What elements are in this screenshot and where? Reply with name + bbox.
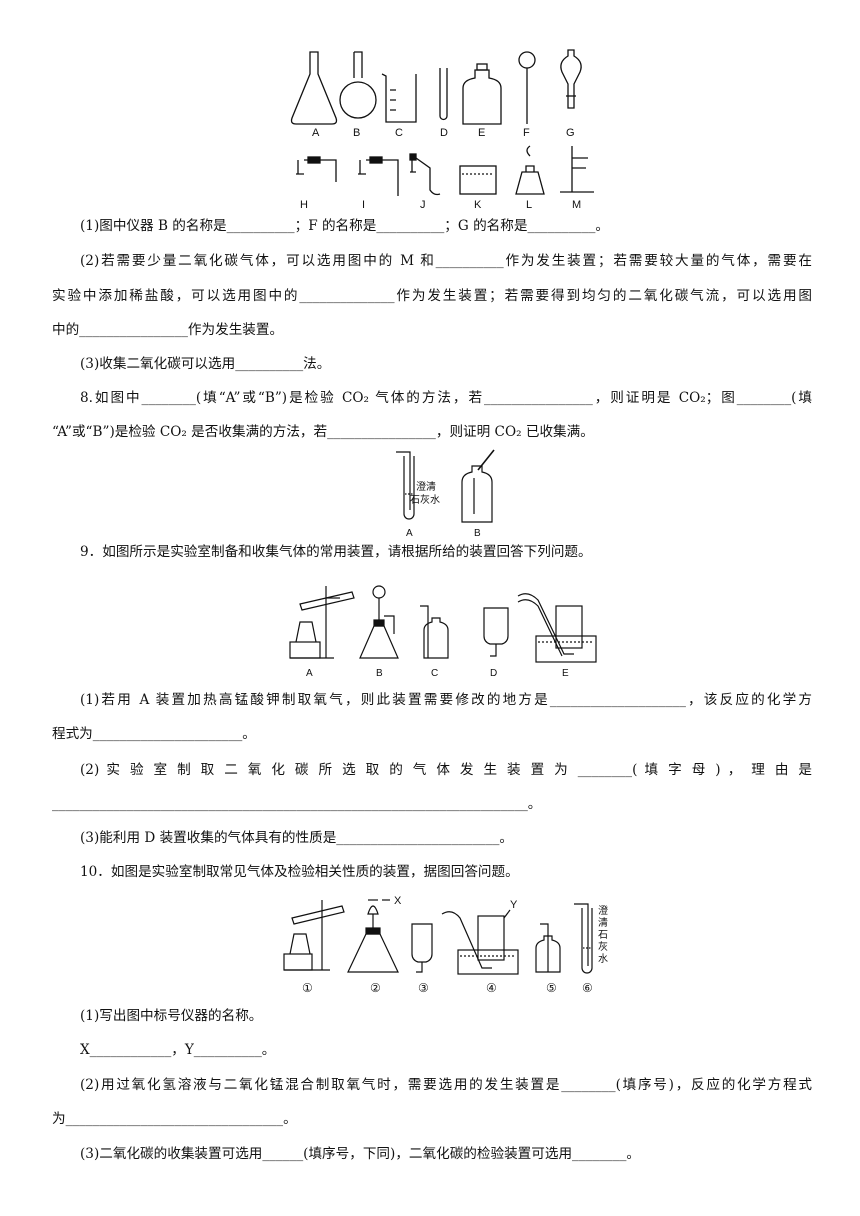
q9-part1-line1: (1)若用 A 装置加热高锰酸钾制取氧气，则此装置需要修改的地方是_______…: [80, 692, 812, 708]
label-J: J: [420, 199, 426, 210]
q8-fig-text-1: 澄清: [416, 480, 436, 493]
q9-figure: A B C D E: [289, 585, 597, 679]
q10-fig-text-1: 澄: [598, 904, 608, 917]
label-C: C: [395, 127, 403, 139]
q10-label-3: ③: [418, 981, 429, 995]
q8-line2: “A”或“B”)是检验 CO₂ 是否收集满的方法，若______________…: [52, 424, 594, 440]
q9-label-B: B: [376, 668, 383, 679]
q10-label-5: ⑤: [546, 981, 557, 995]
apparatus-figure: A B C D E F G H I J K L M: [290, 49, 594, 210]
q10-part1: (1)写出图中标号仪器的名称。: [80, 1008, 263, 1024]
q8-label-B: B: [474, 528, 481, 539]
q8-label-A: A: [406, 528, 413, 539]
q9-part1-line2: 程式为______________________。: [52, 726, 256, 742]
q7-part2-line1: (2)若需要少量二氧化碳气体，可以选用图中的 M 和__________作为发生…: [80, 253, 812, 269]
q7-part3: (3)收集二氧化碳可以选用__________法。: [80, 356, 331, 372]
q7-part1: (1)图中仪器 B 的名称是__________；F 的名称是_________…: [80, 218, 610, 234]
q10-fig-text-3: 石: [598, 930, 608, 941]
q10-label-Y: Y: [510, 899, 518, 911]
label-B: B: [353, 127, 360, 139]
q9-part2-line1: (2) 实 验 室 制 取 二 氧 化 碳 所 选 取 的 气 体 发 生 装 …: [80, 762, 812, 778]
label-D: D: [440, 127, 448, 139]
label-M: M: [572, 199, 581, 210]
q10-part3: (3)二氧化碳的收集装置可选用______(填序号，下同)，二氧化碳的检验装置可…: [80, 1146, 641, 1162]
q10-label-X: X: [394, 895, 402, 907]
q9-label-A: A: [306, 668, 313, 679]
label-K: K: [474, 199, 482, 210]
label-I: I: [362, 199, 365, 210]
q10-fig-text-2: 清: [598, 916, 608, 929]
q8-fig-text-2: 石灰水: [410, 493, 440, 506]
q9-label-D: D: [490, 668, 497, 679]
q9-label-C: C: [431, 668, 438, 679]
q10-label-6: ⑥: [582, 981, 593, 995]
q7-part2-line3: 中的________________作为发生装置。: [52, 322, 284, 338]
label-A: A: [312, 127, 320, 139]
label-E: E: [478, 127, 485, 139]
label-F: F: [523, 127, 530, 139]
q10-part2-line1: (2)用过氧化氢溶液与二氧化锰混合制取氧气时，需要选用的发生装置是_______…: [80, 1077, 812, 1093]
q10-stem: 10．如图是实验室制取常见气体及检验相关性质的装置，据图回答问题。: [80, 864, 519, 880]
q10-part1-blanks: X____________，Y__________。: [80, 1042, 276, 1058]
q10-figure: X Y 澄 清 石 灰 水 ① ② ③ ④ ⑤ ⑥: [283, 895, 608, 995]
q10-label-1: ①: [302, 981, 313, 995]
q9-part3: (3)能利用 D 装置收集的气体具有的性质是__________________…: [80, 830, 514, 846]
q10-label-4: ④: [486, 981, 497, 995]
q7-part2-line2: 实验中添加稀盐酸，可以选用图中的______________作为发生装置；若需要…: [52, 288, 812, 304]
q10-part2-line2: 为________________________________。: [52, 1111, 297, 1127]
label-H: H: [300, 199, 308, 210]
q10-fig-text-4: 灰: [598, 940, 608, 953]
q9-stem: 9．如图所示是实验室制备和收集气体的常用装置，请根据所给的装置回答下列问题。: [80, 544, 592, 560]
q8-figure: 澄清 石灰水 A B: [396, 449, 495, 539]
q9-label-E: E: [562, 668, 569, 679]
q10-label-2: ②: [370, 981, 381, 995]
label-G: G: [566, 127, 575, 139]
label-L: L: [526, 199, 532, 210]
q8-line1: 8.如图中________(填“A”或“B”)是检验 CO₂ 气体的方法，若__…: [80, 390, 812, 406]
q10-fig-text-5: 水: [598, 953, 608, 965]
q9-part2-line2: ________________________________________…: [52, 796, 542, 812]
